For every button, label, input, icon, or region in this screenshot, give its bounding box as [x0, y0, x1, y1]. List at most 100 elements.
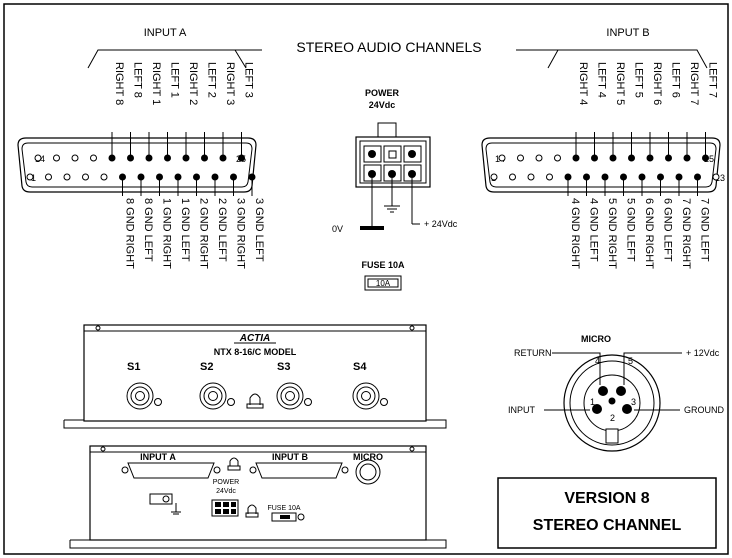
connector-b-top-pin	[702, 154, 709, 162]
micro-return-label: RETURN	[514, 348, 552, 358]
fuse-box	[364, 275, 402, 291]
connector-b-bottom-signal-label: 5 GND LEFT	[625, 198, 637, 262]
connector-a-bottom-pin	[137, 173, 145, 181]
bnc-socket-core	[285, 391, 295, 401]
power-0v-label: 0V	[332, 224, 343, 234]
power-title: POWER	[365, 88, 400, 98]
db25-connector-a	[17, 137, 257, 193]
db25-connector-b	[481, 137, 721, 193]
connector-a-top-pin	[238, 154, 245, 162]
connector-b-top-pin	[498, 154, 506, 162]
connector-a-pins	[26, 154, 256, 181]
connector-a-bottom-pin	[156, 173, 163, 181]
rear-power-label: POWER	[213, 479, 239, 486]
connector-a-top-signal-label: RIGHT 3	[224, 62, 236, 105]
socket-label-s1: S1	[127, 361, 140, 373]
rear-input-b-label: INPUT B	[272, 452, 309, 462]
connector-a-bottom-pin	[100, 173, 108, 181]
micro-din-connector	[544, 352, 682, 452]
input-a-label: INPUT A	[144, 27, 187, 39]
connector-b-bottom-pin	[694, 173, 701, 181]
connector-a-top-signal-label: RIGHT 1	[150, 62, 162, 105]
version-line-2: STEREO CHANNEL	[533, 517, 682, 534]
connector-a-top-pin	[53, 154, 60, 162]
connector-b-bottom-pin	[490, 173, 498, 181]
fuse-value: 10A	[376, 279, 391, 288]
connector-a-bottom-signal-label: 2 GND LEFT	[216, 198, 228, 262]
connector-a-top-signal-label: LEFT 1	[169, 62, 181, 98]
connector-b-bottom-signal-label: 5 GND RIGHT	[606, 198, 618, 269]
connector-b-top-pin	[646, 154, 654, 162]
connector-a-bottom-signal-label: 8 GND RIGHT	[124, 198, 136, 269]
socket-screw	[227, 398, 235, 406]
connector-a-top-pin	[90, 154, 97, 162]
connector-b-bottom-signal-label: 7 GND RIGHT	[680, 198, 692, 269]
model-label: NTX 8-16/C MODEL	[214, 347, 297, 357]
micro-pin-3: 3	[631, 397, 636, 407]
rear-fuse-label: FUSE 10A	[267, 505, 300, 512]
connector-b-bottom-pin	[509, 173, 516, 181]
connector-b-bottom-pin	[638, 173, 646, 181]
connector-b-top-pin	[554, 154, 561, 162]
connector-b-bottom-pin	[546, 173, 553, 181]
connector-b-pins	[490, 154, 720, 181]
connector-a-top-pin	[71, 154, 79, 162]
connector-b-top-signal-label: LEFT 6	[670, 62, 682, 98]
page-title: STEREO AUDIO CHANNELS	[296, 39, 481, 55]
pin-13-b-label: 13	[715, 173, 725, 183]
connector-a-top-signal-label: LEFT 8	[132, 62, 144, 98]
front-panel	[63, 324, 447, 429]
connector-a-bottom-pin	[230, 173, 237, 181]
connector-a-top-pin	[164, 154, 171, 162]
power-plus-label: + 24Vdc	[424, 219, 458, 229]
socket-label-s2: S2	[200, 361, 213, 373]
rear-micro-label: MICRO	[353, 452, 383, 462]
connector-b-top-pin	[591, 154, 598, 162]
connector-a-bottom-pin	[193, 173, 200, 181]
power-connector	[355, 122, 431, 230]
connector-a-bottom-signal-label: 2 GND RIGHT	[198, 198, 210, 269]
connector-a-bottom-signal-label: 1 GND RIGHT	[161, 198, 173, 269]
connector-b-bottom-pin	[657, 173, 664, 181]
bnc-socket-core	[361, 391, 371, 401]
connector-b-top-signal-label: LEFT 4	[596, 62, 608, 98]
connector-a-top-signal-label: RIGHT 8	[113, 62, 125, 105]
connector-b-top-signal-label: LEFT 5	[633, 62, 645, 98]
version-line-1: VERSION 8	[564, 490, 649, 507]
connector-b-bottom-signal-label: 4 GND RIGHT	[569, 198, 581, 269]
connector-b-top-signal-label: RIGHT 5	[614, 62, 626, 105]
connector-b-bottom-signal-label: 6 GND RIGHT	[643, 198, 655, 269]
outer-frame	[3, 3, 729, 555]
connector-b-top-signal-label: RIGHT 4	[577, 62, 589, 105]
pin-25-b-label: 25	[704, 154, 714, 164]
connector-a-top-pin	[219, 154, 227, 162]
connector-a-bottom-signal-label: 8 GND LEFT	[142, 198, 154, 262]
micro-ground-label: GROUND	[684, 405, 724, 415]
connector-a-bottom-pin	[119, 173, 126, 181]
socket-screw	[154, 398, 162, 406]
micro-pin-5: 5	[628, 356, 633, 366]
connector-a-bottom-pin	[211, 173, 219, 181]
connector-a-top-signal-label: RIGHT 2	[187, 62, 199, 105]
connector-b-top-pin	[683, 154, 691, 162]
connector-a-bottom-signal-label: 3 GND RIGHT	[235, 198, 247, 269]
power-voltage: 24Vdc	[369, 100, 396, 110]
connector-a-bottom-pin	[63, 173, 71, 181]
connector-b-bottom-pin	[527, 173, 535, 181]
micro-input-label: INPUT	[508, 405, 536, 415]
version-box	[497, 477, 717, 549]
fuse-title: FUSE 10A	[361, 260, 405, 270]
connector-a-top-pin	[34, 154, 42, 162]
bnc-socket-core	[208, 391, 218, 401]
connector-a-bottom-pin	[45, 173, 52, 181]
connector-a-top-pin	[108, 154, 116, 162]
connector-b-top-signal-label: LEFT 7	[707, 62, 719, 98]
rear-input-a-label: INPUT A	[140, 452, 176, 462]
socket-screw	[380, 398, 388, 406]
connector-b-bottom-pin	[620, 173, 627, 181]
